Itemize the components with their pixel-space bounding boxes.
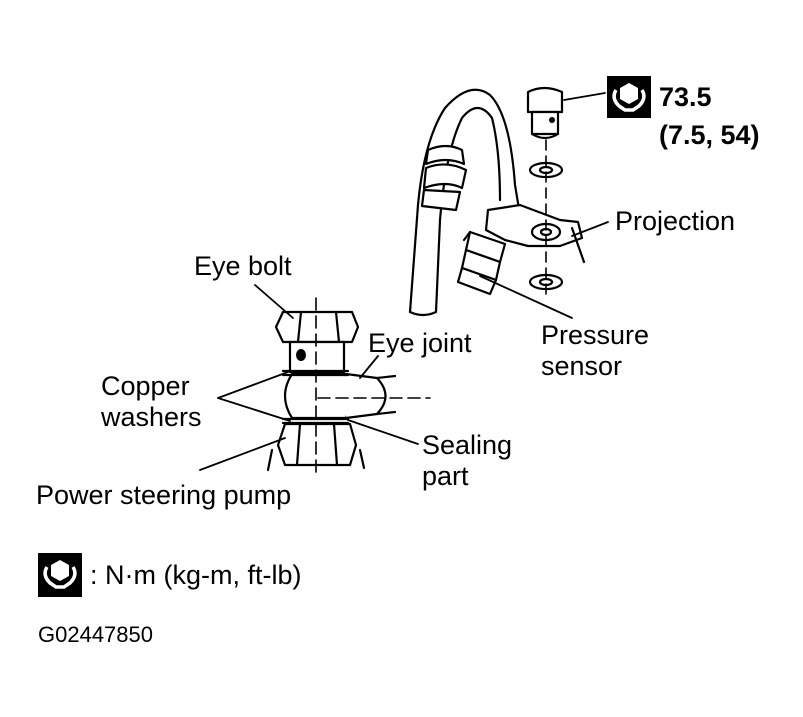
bracket xyxy=(484,203,586,264)
center-line-bolt xyxy=(315,297,431,479)
torque-alt-units: (7.5, 54) xyxy=(659,120,760,150)
legend-torque-wrench-icon xyxy=(38,553,82,597)
eye-bolt-label: Eye bolt xyxy=(194,251,292,281)
sealing-part-label-line1: Sealing xyxy=(422,430,513,460)
eye-bolt-head xyxy=(274,310,360,344)
sealing-part-label-line2: part xyxy=(422,461,469,491)
pressure-sensor xyxy=(456,230,507,296)
leader-lines-right xyxy=(479,92,609,319)
power-steering-pump-label: Power steering pump xyxy=(36,480,292,510)
figure-id: G02447850 xyxy=(38,622,153,647)
eye-bolt-shank xyxy=(288,340,346,374)
pump-fitting xyxy=(266,422,366,472)
leader-lines-left xyxy=(199,284,419,471)
projection-label: Projection xyxy=(615,206,736,236)
torque-wrench-icon xyxy=(607,76,651,118)
pressure-sensor-label-line1: Pressure xyxy=(541,320,650,350)
eye-joint-body xyxy=(283,372,397,420)
copper-washers-label-line2: washers xyxy=(101,402,202,432)
banjo-bolt xyxy=(526,86,564,140)
torque-value: 73.5 xyxy=(659,82,712,112)
copper-washer-bottom xyxy=(281,417,350,425)
copper-washers-label-line1: Copper xyxy=(101,371,190,401)
legend-units: : N·m (kg-m, ft-lb) xyxy=(90,560,302,590)
pressure-sensor-label-line2: sensor xyxy=(541,351,623,381)
hose xyxy=(408,88,522,317)
banjo-washer-top xyxy=(528,161,564,179)
eye-joint-label: Eye joint xyxy=(368,328,472,358)
